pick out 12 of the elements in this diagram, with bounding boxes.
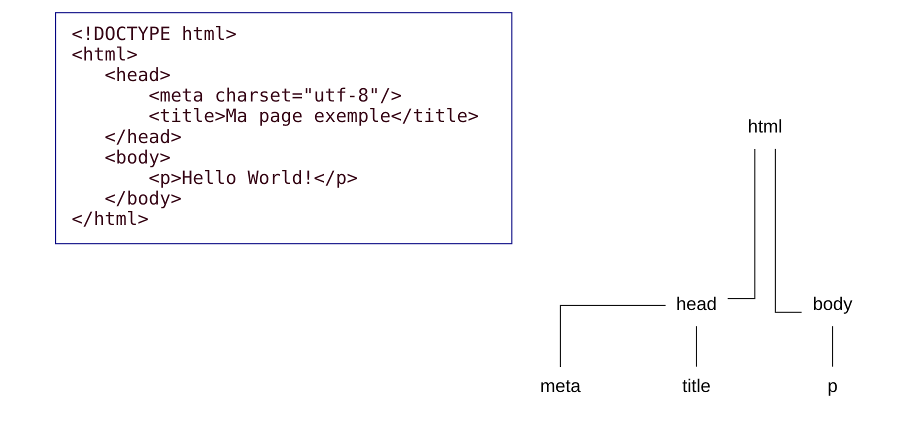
node-text: html: [747, 116, 782, 137]
node-text: meta: [540, 375, 580, 396]
node-box: <!DOCTYPE html> <html> <head> <meta charset="utf-8"/> <title>Ma page exemple</title> </head> <body> <p>Hello World!</p> </body> </html>: [54, 12, 512, 244]
connector: [695, 326, 697, 367]
connector: [727, 149, 755, 300]
node-text: p: [826, 375, 838, 396]
connector: [831, 326, 833, 367]
node-text: title: [682, 375, 710, 396]
connector: [774, 148, 802, 313]
node-text: body: [812, 292, 852, 314]
node-text: head: [676, 292, 716, 314]
connector: [559, 304, 666, 367]
